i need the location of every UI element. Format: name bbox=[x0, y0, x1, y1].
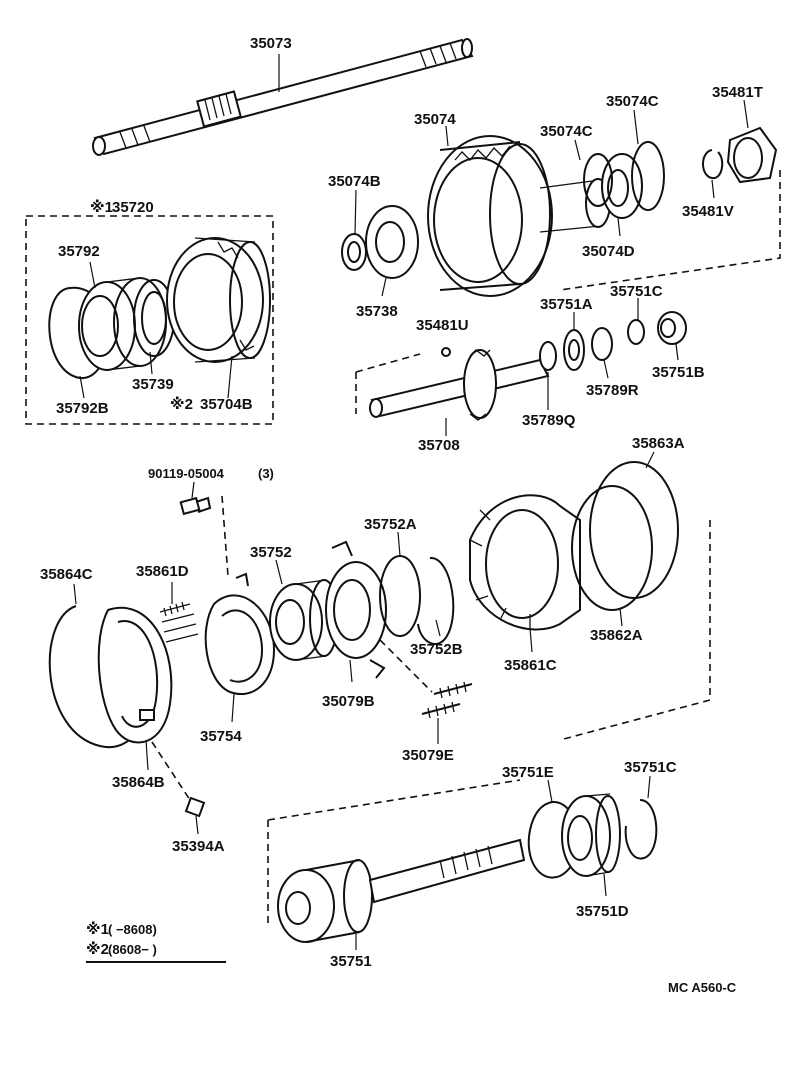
dash-link-35864B bbox=[151, 741, 191, 801]
label-35752A: 35752A bbox=[364, 516, 417, 533]
label-35481V: 35481V bbox=[682, 203, 734, 220]
ring-gear-35074 bbox=[427, 125, 611, 297]
ring-35751C-a bbox=[627, 298, 645, 345]
legend-text-2: (8608− ) bbox=[108, 942, 157, 957]
label-35394A: 35394A bbox=[172, 838, 225, 855]
bearing-35751D bbox=[561, 793, 621, 897]
label-90119-qty: (3) bbox=[258, 466, 274, 481]
label-35751: 35751 bbox=[330, 953, 372, 970]
label-35792B: 35792B bbox=[56, 400, 109, 417]
washer-35789R bbox=[591, 327, 613, 379]
label-35861D: 35861D bbox=[136, 563, 189, 580]
label-35752B: 35752B bbox=[410, 641, 463, 658]
label-35789Q: 35789Q bbox=[522, 412, 576, 429]
dash-link-35481 bbox=[559, 170, 781, 291]
label-90119: 90119-05004 bbox=[148, 466, 225, 481]
label-35861C: 35861C bbox=[504, 657, 557, 674]
label-35751E: 35751E bbox=[502, 764, 554, 781]
dash-link-35708 bbox=[355, 353, 421, 414]
label-35792: 35792 bbox=[58, 243, 100, 260]
ring-35862A bbox=[571, 485, 653, 627]
label-35789R: 35789R bbox=[586, 382, 639, 399]
mark-35720: ※1 bbox=[90, 198, 113, 216]
label-35074C-a: 35074C bbox=[540, 123, 593, 140]
label-35074: 35074 bbox=[414, 111, 456, 128]
label-35079B: 35079B bbox=[322, 693, 375, 710]
group-box-35720 bbox=[25, 215, 274, 425]
label-35751A: 35751A bbox=[540, 296, 593, 313]
ring-35752A bbox=[379, 531, 421, 637]
label-35738: 35738 bbox=[356, 303, 398, 320]
bearing-35751B bbox=[657, 311, 687, 361]
label-35751C-a: 35751C bbox=[610, 283, 663, 300]
snap-ring-35751C-b bbox=[624, 775, 658, 860]
diagram-code: MC A560-C bbox=[668, 980, 737, 995]
snap-ring-35752B bbox=[417, 556, 455, 645]
label-35754: 35754 bbox=[200, 728, 242, 745]
hub-35752 bbox=[269, 559, 339, 661]
springs-35079E bbox=[421, 681, 473, 744]
shaft-35073 bbox=[92, 38, 474, 156]
dash-link-35079E bbox=[379, 639, 433, 693]
dash-link-35863A bbox=[559, 520, 711, 741]
springs-35861D bbox=[159, 582, 199, 643]
plate-35754 bbox=[204, 572, 276, 723]
label-35752: 35752 bbox=[250, 544, 292, 561]
label-35704B: 35704B bbox=[200, 396, 253, 413]
washer-35074B bbox=[341, 189, 367, 271]
key-35394A bbox=[184, 796, 206, 835]
bearing-35074D bbox=[574, 109, 665, 237]
washer-35789Q bbox=[539, 341, 557, 410]
dash-link-35751 bbox=[267, 779, 521, 924]
label-35708: 35708 bbox=[418, 437, 460, 454]
legend-mark-2: ※2 bbox=[86, 940, 109, 958]
label-35720: 35720 bbox=[112, 199, 154, 216]
ring-35863A bbox=[589, 451, 679, 599]
legend-text-1: ( −8608) bbox=[108, 922, 157, 937]
snap-ring-35481V bbox=[702, 149, 724, 199]
label-35481T: 35481T bbox=[712, 84, 763, 101]
bearing-35751A bbox=[563, 312, 585, 371]
label-35074C-b: 35074C bbox=[606, 93, 659, 110]
label-35751B: 35751B bbox=[652, 364, 705, 381]
legend-mark-1: ※1 bbox=[86, 920, 109, 938]
drum-35861C bbox=[469, 494, 581, 653]
label-35751D: 35751D bbox=[576, 903, 629, 920]
nut-35481T bbox=[726, 99, 778, 184]
label-35481U: 35481U bbox=[416, 317, 469, 334]
carrier-35079B bbox=[325, 540, 387, 683]
label-35751C-b: 35751C bbox=[624, 759, 677, 776]
dash-link-90119 bbox=[221, 495, 229, 577]
label-35074B: 35074B bbox=[328, 173, 381, 190]
label-35863A: 35863A bbox=[632, 435, 685, 452]
mark-35704B: ※2 bbox=[170, 395, 193, 413]
clutch-35704B bbox=[166, 237, 271, 363]
plate-35864B bbox=[97, 606, 173, 771]
label-35739: 35739 bbox=[132, 376, 174, 393]
bolt-90119 bbox=[179, 481, 212, 516]
label-35073: 35073 bbox=[250, 35, 292, 52]
plate-35738 bbox=[365, 205, 419, 297]
label-35864C: 35864C bbox=[40, 566, 93, 583]
race-35792 bbox=[78, 277, 167, 371]
label-35079E: 35079E bbox=[402, 747, 454, 764]
label-35864B: 35864B bbox=[112, 774, 165, 791]
shaft-35751 bbox=[277, 838, 526, 950]
label-35074D: 35074D bbox=[582, 243, 635, 260]
label-35862A: 35862A bbox=[590, 627, 643, 644]
